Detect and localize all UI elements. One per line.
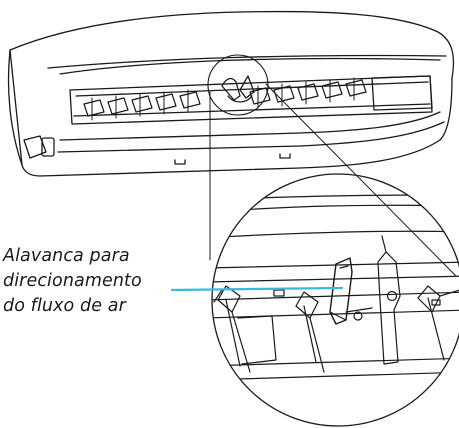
airflow-lever-label: Alavanca para direcionamento do fluxo de… — [3, 244, 173, 319]
callout-line-1: Alavanca para — [3, 246, 130, 266]
leader-line — [170, 286, 344, 292]
zoom-source-circle — [207, 54, 269, 116]
callout-line-3: do fluxo de ar — [3, 296, 126, 316]
magnified-detail — [211, 173, 459, 427]
indoor-unit — [7, 10, 455, 177]
callout-line-2: direcionamento — [3, 271, 142, 291]
